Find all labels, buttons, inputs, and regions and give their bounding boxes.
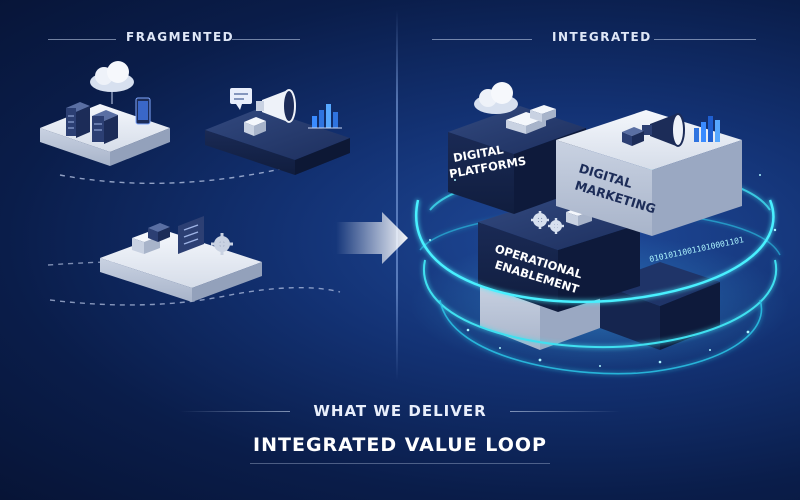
bar-chart-icon	[308, 104, 342, 129]
block-digital-marketing: DIGITAL MARKETING	[556, 110, 742, 236]
footer-rule-right	[510, 411, 620, 412]
box-icon	[244, 117, 266, 136]
bar-chart-icon	[694, 116, 720, 142]
stacked-boxes-icon	[132, 223, 170, 254]
gear-icon	[211, 233, 233, 255]
platform-servers	[40, 61, 170, 166]
server-icon	[66, 102, 90, 138]
megaphone-icon	[256, 89, 296, 123]
center-divider	[396, 10, 398, 380]
chat-bubble-icon	[230, 88, 252, 110]
transition-arrow	[336, 212, 408, 264]
server-icon	[92, 110, 118, 144]
footer-title-underline	[250, 463, 550, 464]
cloud-icon	[90, 61, 134, 104]
gear-icon	[531, 211, 549, 229]
footer-title: INTEGRATED VALUE LOOP	[253, 434, 547, 456]
cloud-icon	[474, 82, 518, 114]
platform-marketing	[205, 88, 350, 175]
right-header-rule-left	[432, 39, 532, 40]
left-header-rule-left	[48, 39, 116, 40]
document-list-icon	[178, 216, 204, 254]
left-header-rule-right	[232, 39, 300, 40]
glow-ring-front	[415, 199, 778, 375]
right-header-rule-right	[654, 39, 756, 40]
left-header: FRAGMENTED	[126, 30, 235, 44]
box-icon	[622, 127, 644, 146]
server-icon	[506, 105, 556, 134]
megaphone-icon	[642, 113, 685, 147]
footer-rule-left	[180, 411, 290, 412]
platform-operations	[100, 216, 262, 302]
sparkle-dots	[429, 174, 777, 367]
dashed-connector	[49, 286, 341, 306]
right-header: INTEGRATED	[552, 30, 652, 44]
footer-subtitle: WHAT WE DELIVER	[313, 402, 487, 420]
gear-icon	[548, 218, 564, 234]
phone-icon	[135, 97, 151, 125]
